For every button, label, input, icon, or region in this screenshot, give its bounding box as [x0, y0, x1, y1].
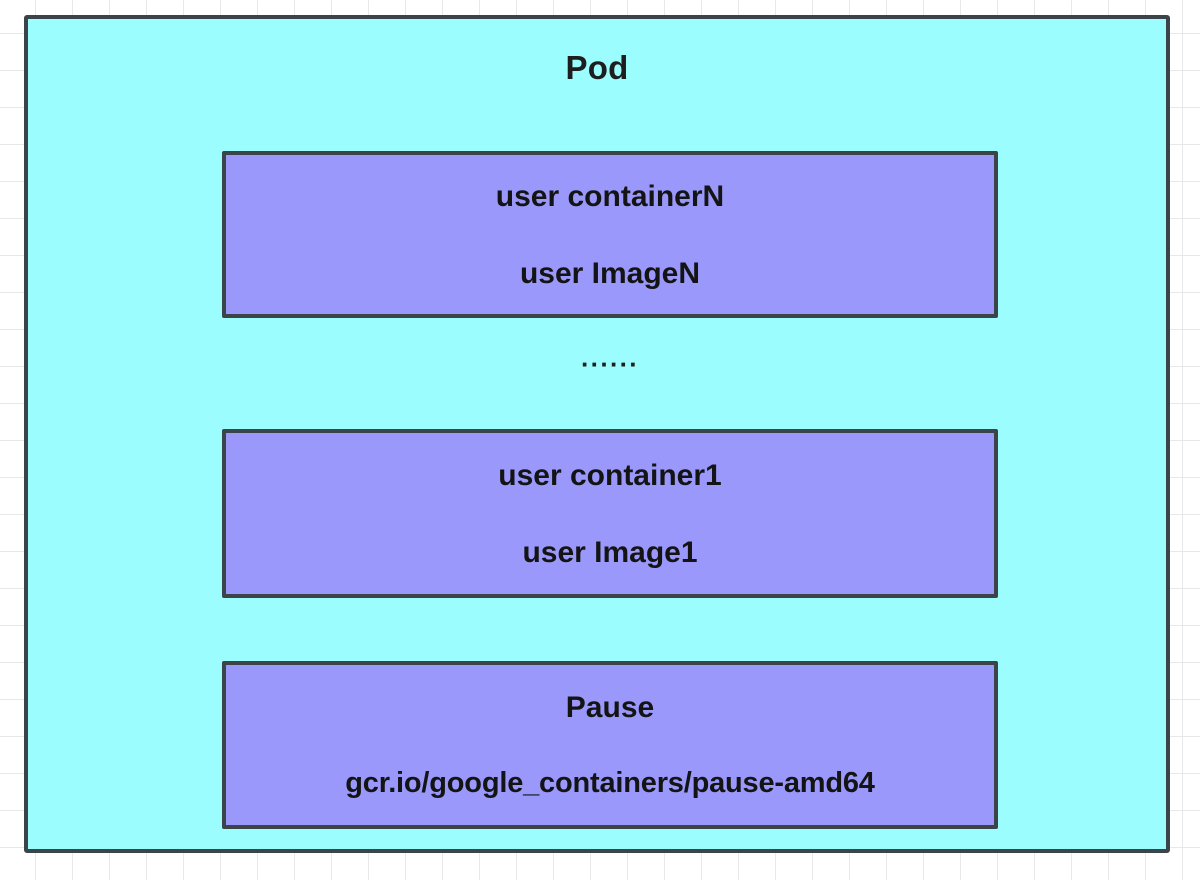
container-name-label: user containerN	[495, 179, 725, 213]
container-image-label: user Image1	[522, 535, 698, 569]
pod-title: Pod	[565, 49, 629, 86]
container-image-label: user ImageN	[519, 256, 701, 290]
container-box-pause: Pause gcr.io/google_containers/pause-amd…	[222, 661, 998, 829]
ellipsis-separator: ······	[581, 349, 639, 379]
container-name-label: Pause	[565, 690, 655, 724]
container-image-label: gcr.io/google_containers/pause-amd64	[345, 766, 875, 799]
container-box-user-containerN: user containerN user ImageN	[222, 151, 998, 318]
pod-container: Pod user containerN user ImageN ······ u…	[24, 15, 1170, 853]
container-name-label: user container1	[498, 458, 722, 492]
container-box-user-container1: user container1 user Image1	[222, 429, 998, 598]
